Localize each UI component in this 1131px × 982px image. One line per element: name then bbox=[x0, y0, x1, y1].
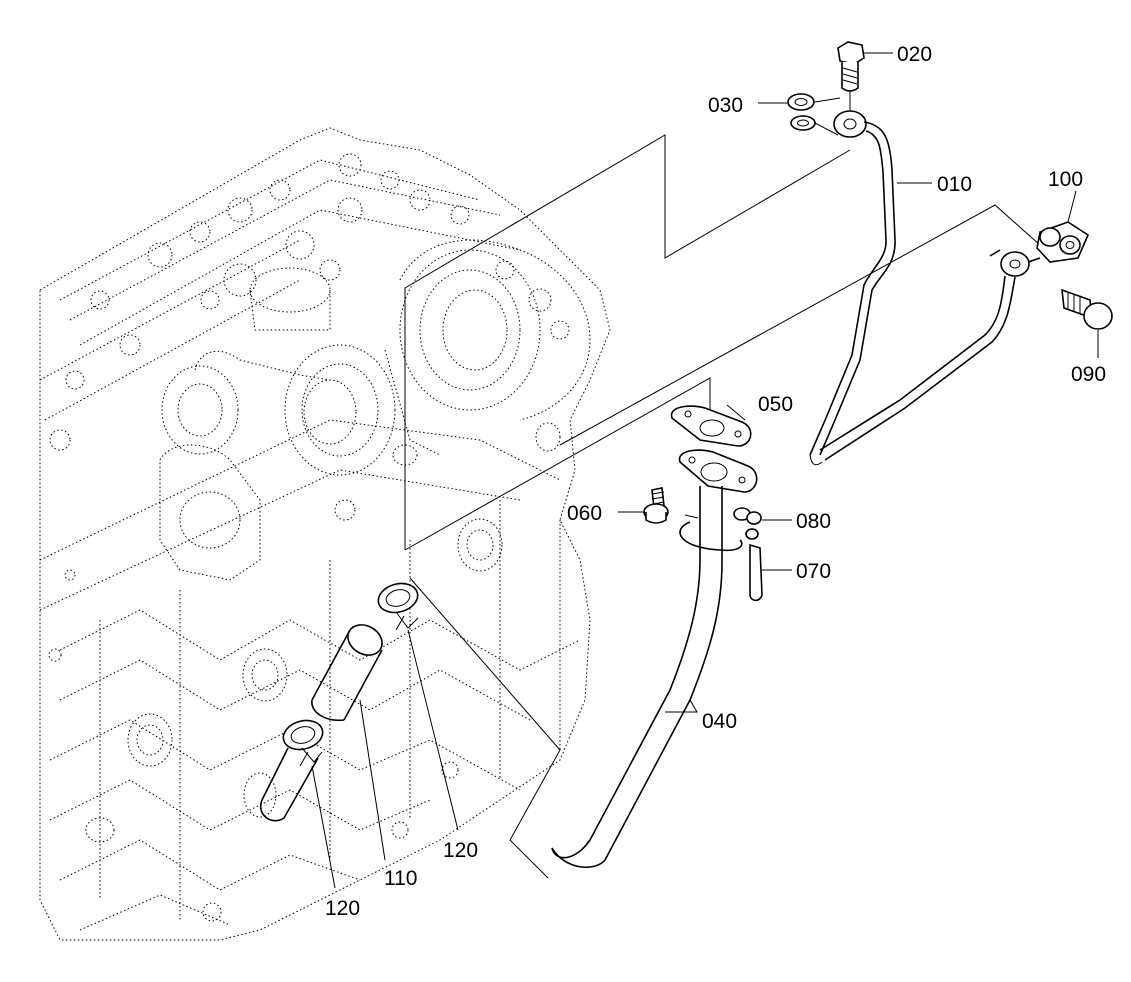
banjo-bolt-090 bbox=[1061, 288, 1113, 358]
label-050: 050 bbox=[758, 393, 793, 416]
label-040: 040 bbox=[702, 710, 737, 733]
label-090: 090 bbox=[1071, 363, 1106, 386]
clamp-070 bbox=[749, 543, 792, 602]
rubber-hose-110 bbox=[311, 624, 386, 861]
banjo-fitting-100 bbox=[819, 221, 1090, 461]
oil-pipe-010 bbox=[809, 110, 896, 466]
label-110: 110 bbox=[384, 867, 417, 890]
label-120-right: 120 bbox=[443, 839, 478, 862]
callout-leaders bbox=[665, 52, 1077, 713]
label-120-left: 120 bbox=[325, 897, 360, 920]
flange-gaskets-050 bbox=[670, 405, 758, 493]
hose-clamp-120-lower bbox=[259, 719, 336, 889]
gasket-washers-030 bbox=[787, 93, 841, 136]
label-080: 080 bbox=[796, 510, 831, 533]
label-060: 060 bbox=[567, 502, 602, 525]
label-100: 100 bbox=[1048, 168, 1083, 191]
clip-080 bbox=[733, 507, 792, 540]
hose-clamp-120-upper bbox=[377, 582, 459, 831]
banjo-bolt-020 bbox=[837, 41, 865, 112]
bolt-060 bbox=[618, 487, 669, 524]
callout-labels: 020 030 010 100 090 050 060 080 070 040 … bbox=[325, 43, 1106, 920]
label-010: 010 bbox=[937, 173, 972, 196]
label-070: 070 bbox=[796, 560, 831, 583]
label-030: 030 bbox=[708, 94, 743, 117]
oil-return-pipe-040 bbox=[551, 486, 743, 868]
label-020: 020 bbox=[897, 43, 932, 66]
engine-block-illustration bbox=[39, 127, 611, 941]
